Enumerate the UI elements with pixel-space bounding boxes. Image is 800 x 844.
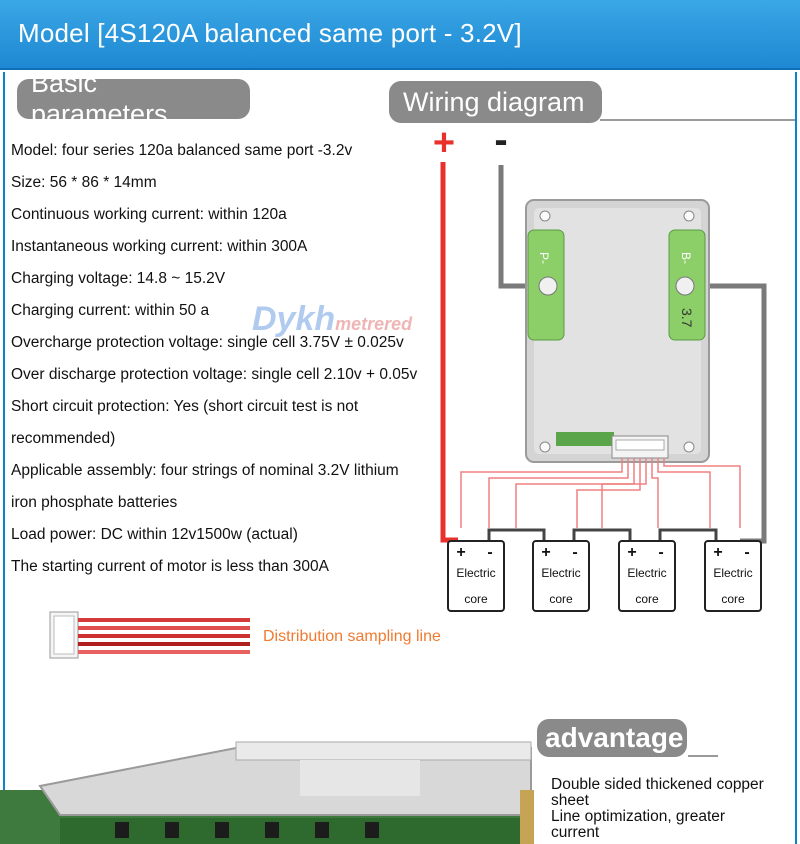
- sense-wires: [460, 458, 741, 528]
- cell-plus-terminal: +: [541, 544, 550, 561]
- param-line: Overcharge protection voltage: single ce…: [11, 334, 404, 351]
- cell-plus-terminal: +: [627, 544, 636, 561]
- param-line: Applicable assembly: four strings of nom…: [11, 462, 399, 479]
- battery-cell: + - Electric core: [532, 540, 590, 612]
- param-line: Load power: DC within 12v1500w (actual): [11, 526, 298, 543]
- param-line: Over discharge protection voltage: singl…: [11, 366, 418, 383]
- cell-links: [487, 528, 718, 541]
- param-line: Continuous working current: within 120a: [11, 206, 287, 223]
- battery-cells: + - Electric core + - Electric core + - Electric co…: [447, 540, 762, 612]
- param-line: Charging voltage: 14.8 ~ 15.2V: [11, 270, 226, 287]
- battery-cell: + - Electric core: [447, 540, 505, 612]
- cell-plus-terminal: +: [713, 544, 722, 561]
- wiring-underline: [600, 119, 795, 121]
- cell-plus-terminal: +: [456, 544, 465, 561]
- bms-board: P- B- 3.7: [525, 199, 710, 463]
- param-line: recommended): [11, 430, 116, 447]
- advantage-line: sheet: [551, 792, 589, 809]
- frame-left-rule: [3, 72, 5, 844]
- param-line: Charging current: within 50 a: [11, 302, 210, 319]
- cell-label-line1: Electric: [627, 566, 666, 580]
- cell-label-line2: core: [635, 592, 659, 606]
- cell-minus-terminal: -: [572, 544, 577, 561]
- basic-parameters-heading: Basic parameters: [17, 68, 250, 129]
- sampling-connector: [49, 611, 250, 659]
- battery-cell: + - Electric core: [704, 540, 762, 612]
- positive-wire: [440, 162, 458, 543]
- advantage-line: Double sided thickened copper: [551, 776, 764, 793]
- basic-parameters-label: Basic parameters: [31, 68, 168, 129]
- cell-label-line2: core: [721, 592, 745, 606]
- sampling-line-label: Distribution sampling line: [263, 628, 441, 645]
- board-label-p: P-: [537, 252, 551, 264]
- param-line: Size: 56 * 86 * 14mm: [11, 174, 157, 191]
- cell-minus-terminal: -: [744, 544, 749, 561]
- title-bar: Model [4S120A balanced same port - 3.2V]: [0, 0, 800, 70]
- wiring-diagram-heading: Wiring diagram: [389, 81, 602, 123]
- advantage-label: advantage: [545, 722, 684, 753]
- board-label-b: B-: [679, 252, 693, 264]
- advantage-line: Line optimization, greater: [551, 808, 726, 825]
- cell-minus-terminal: -: [658, 544, 663, 561]
- advantage-line: current: [551, 824, 600, 841]
- cell-label-line1: Electric: [713, 566, 752, 580]
- wiring-diagram-label: Wiring diagram: [403, 86, 585, 117]
- param-line: The starting current of motor is less th…: [11, 558, 329, 575]
- cell-minus-terminal: -: [487, 544, 492, 561]
- negative-symbol: -: [494, 118, 507, 162]
- page-title: Model [4S120A balanced same port - 3.2V]: [18, 18, 522, 48]
- board-model: 3.7: [679, 308, 695, 328]
- cell-label-line2: core: [549, 592, 573, 606]
- advantage-heading: advantage: [537, 719, 687, 757]
- battery-cell: + - Electric core: [618, 540, 676, 612]
- param-line: Short circuit protection: Yes (short cir…: [11, 398, 359, 415]
- param-line: Instantaneous working current: within 30…: [11, 238, 308, 255]
- advantage-underline: [688, 755, 718, 757]
- positive-symbol: +: [433, 122, 455, 164]
- cell-label-line1: Electric: [456, 566, 495, 580]
- param-line: iron phosphate batteries: [11, 494, 178, 511]
- frame-right-rule: [795, 72, 797, 844]
- cell-label-line2: core: [464, 592, 488, 606]
- cell-label-line1: Electric: [541, 566, 580, 580]
- bms-product-image: [0, 741, 534, 844]
- param-line: Model: four series 120a balanced same po…: [11, 142, 353, 159]
